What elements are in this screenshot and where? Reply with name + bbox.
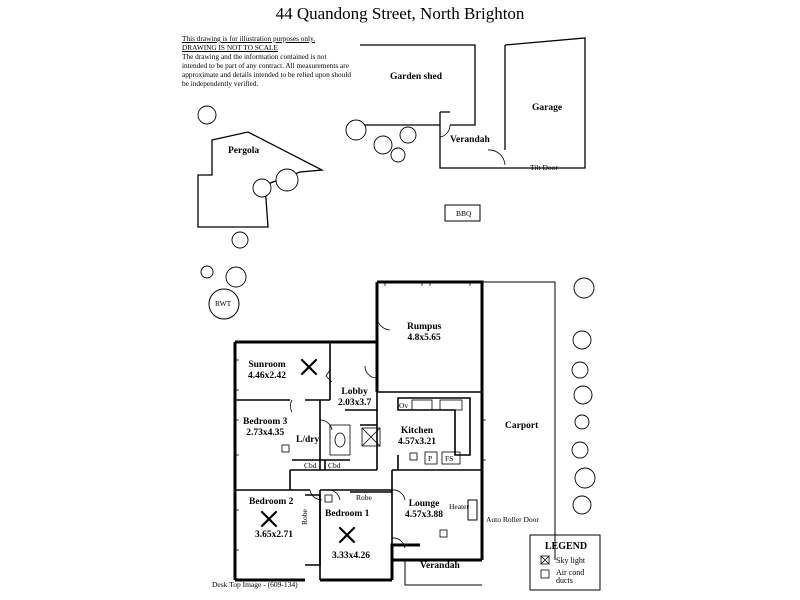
bedroom3-name: Bedroom 3 bbox=[243, 417, 288, 427]
pantry-label: P bbox=[428, 454, 433, 463]
kitchen-bench bbox=[397, 397, 471, 470]
rumpus-label: Rumpus 4.8x5.65 bbox=[407, 322, 441, 344]
cbd-label-2: Cbd bbox=[328, 461, 341, 470]
bbq-label: BBQ bbox=[456, 209, 472, 218]
bedroom1-size: 3.33x4.26 bbox=[332, 551, 370, 561]
garage-label: Garage bbox=[532, 103, 563, 113]
tilt-door-label: Tilt Door bbox=[530, 163, 558, 172]
legend-skylight: Sky light bbox=[556, 556, 586, 565]
cooktop bbox=[411, 399, 433, 411]
legend-aircond: Air cond ducts bbox=[556, 568, 585, 585]
legend-box bbox=[529, 534, 601, 591]
robe-label-1: Robe bbox=[356, 493, 372, 502]
rwt-tank bbox=[208, 288, 240, 320]
carport-label: Carport bbox=[505, 421, 539, 431]
lounge-name: Lounge bbox=[408, 499, 440, 509]
tree-icon bbox=[197, 105, 596, 515]
sunroom-label: Sunroom 4.46x2.42 bbox=[248, 360, 286, 382]
lobby-label: Lobby 2.03x3.7 bbox=[338, 387, 371, 409]
page-title: 44 Quandong Street, North Brighton bbox=[275, 4, 525, 23]
bbq-box bbox=[444, 204, 481, 222]
rumpus-size: 4.8x5.65 bbox=[407, 333, 441, 343]
lobby-name: Lobby bbox=[341, 387, 368, 397]
garage-door-swing bbox=[487, 149, 506, 166]
bedroom2-size: 3.65x2.71 bbox=[255, 530, 293, 540]
verandah-label: Verandah bbox=[420, 561, 460, 571]
ldry-label: L/dry bbox=[296, 435, 320, 445]
pergola-outline bbox=[197, 131, 325, 228]
skylight-icon bbox=[361, 427, 550, 565]
garden-shed-label: Garden shed bbox=[390, 72, 442, 82]
verandah-door-swing bbox=[439, 124, 451, 138]
footer-image-ref: Desk Top Image - (609-134) bbox=[212, 580, 298, 589]
verandah-bottom bbox=[404, 559, 482, 586]
legend-title: LEGEND bbox=[544, 541, 588, 552]
fs-box bbox=[441, 451, 461, 465]
carport-outline bbox=[481, 281, 556, 560]
heater-label: Heater bbox=[449, 502, 469, 511]
robe-label-2: Robe bbox=[300, 509, 309, 525]
disclaimer-body: The drawing and the information containe… bbox=[182, 52, 352, 88]
pergola-label: Pergola bbox=[228, 146, 260, 156]
cbd-label-1: Cbd bbox=[304, 461, 317, 470]
rear-verandah-outline bbox=[439, 111, 488, 169]
bedroom2-name: Bedroom 2 bbox=[249, 497, 294, 507]
pantry-box bbox=[424, 451, 438, 465]
sink bbox=[439, 399, 463, 411]
heater bbox=[467, 499, 478, 521]
cbd-lines bbox=[292, 459, 350, 470]
lounge-size: 4.57x3.88 bbox=[405, 510, 443, 520]
lobby-size: 2.03x3.7 bbox=[338, 398, 372, 408]
kitchen-name: Kitchen bbox=[400, 426, 434, 436]
toilet-box bbox=[329, 424, 351, 456]
auto-roller-door-label: Auto Roller Door bbox=[486, 515, 539, 524]
ceiling-fan-icon bbox=[260, 358, 356, 544]
sunroom-size: 4.46x2.42 bbox=[248, 371, 286, 381]
garage-outline bbox=[488, 37, 586, 169]
oven-label: Ov bbox=[399, 401, 409, 410]
kitchen-label: Kitchen 4.57x3.21 bbox=[398, 426, 436, 448]
kitchen-size: 4.57x3.21 bbox=[398, 437, 436, 447]
fs-label: FS bbox=[445, 454, 454, 463]
bedroom1-name: Bedroom 1 bbox=[325, 509, 370, 519]
verandah-outbuilding-label: Verandah bbox=[450, 135, 490, 145]
bottom-walls bbox=[235, 543, 482, 582]
rwt-label: RWT bbox=[215, 299, 232, 308]
disclaimer-line1: This drawing is for illustration purpose… bbox=[182, 34, 316, 43]
lounge-label: Lounge 4.57x3.88 bbox=[405, 499, 443, 521]
disclaimer-line2: DRAWING IS NOT TO SCALE bbox=[182, 43, 278, 52]
disclaimer: This drawing is for illustration purpose… bbox=[182, 34, 352, 88]
rumpus-name: Rumpus bbox=[407, 322, 442, 332]
bedroom3-label: Bedroom 3 2.73x4.35 bbox=[243, 417, 287, 439]
air-cond-duct-icon bbox=[281, 444, 550, 579]
bedroom3-size: 2.73x4.35 bbox=[246, 428, 285, 438]
sunroom-name: Sunroom bbox=[248, 360, 286, 370]
garden-shed-outline bbox=[360, 44, 476, 126]
